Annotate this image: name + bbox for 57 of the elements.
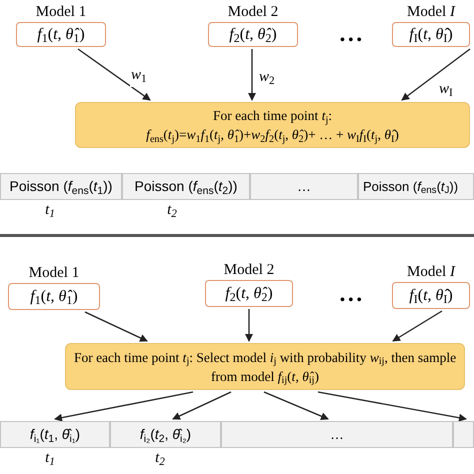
table-cell [221,421,453,448]
ellipsis-dots: • • • [340,293,362,308]
time-label: t$_{2}$ [155,450,165,466]
cell-text: … [330,425,344,444]
table-cell [0,173,122,200]
arrow [172,391,232,420]
time-label: t$_{1}$ [45,450,55,466]
model-box [8,283,100,310]
time-label: t$_{1}$ [45,202,55,218]
time-label: t$_{2}$ [167,202,177,218]
model-label: Model 2 [224,262,274,278]
cell-text: f$_{i₂}$(t$_{2}$, θ̂$_{i₂}$) [140,425,192,445]
model-formula: f$_{I}$(t, θ̂$_{I}$) [409,24,453,46]
arrow [84,311,148,342]
model-box [208,22,298,47]
arrow [78,48,151,101]
cell-text: Poisson (f$_{ens}$(t$_{2}$)) [134,177,238,197]
model-formula: f$_{I}$(t, θ̂$_{I}$) [409,286,453,308]
process-text: f$_{ens}$(t$_{j}$)=w$_{1}$f$_{1}$(t$_{j}$, θ̂$_{1}$)+w$_{2}$f$_{2}$(t$_{j}$, θ̂$_{2}$)+ … + w$_{I}$f$_{I}$(t$_{j}$, θ̂$_{I}$) [146,126,399,144]
table-cell [358,173,474,200]
cell-text: … [297,177,311,196]
process-text: For each time point t$_{j}$: Select model i$_{j}$ with probability w$_{ij}$, then sample from model f$_{ij}$(t, θ̂$_{ij}$) [72,348,458,386]
process-box [75,102,470,148]
table-cell [110,421,221,448]
model-label: Model 1 [28,265,80,281]
arrow [248,49,256,101]
arrow [318,391,467,422]
model-label: Model 2 [228,4,278,20]
edge-label: w$_{I}$ [439,81,453,97]
cell-text: Poisson (f$_{ens}$(t$_{J}$)) [363,178,458,196]
table-cell [250,173,358,200]
model-box [392,282,470,309]
model-box [16,22,106,47]
model-label: Model I [407,264,455,280]
model-box [392,22,470,47]
cell-text: Poisson (f$_{ens}$(t$_{1}$)) [10,177,112,197]
table-cell [122,173,250,200]
cell-text: f$_{i₁}$(t$_{1}$, θ̂$_{i₁}$) [30,425,80,445]
edge-label: w$_{2}$ [259,69,275,85]
model-label: Model I [407,4,455,20]
model-formula: f$_{1}$(t, θ̂$_{1}$) [30,286,78,308]
arrow [264,391,329,420]
model-formula: f$_{1}$(t, θ̂$_{1}$) [37,24,85,46]
arrow [54,391,194,422]
model-label: Model 1 [36,4,86,20]
process-text: For each time point t$_{j}$: [212,107,332,125]
model-box [205,280,293,307]
arrow [392,310,442,342]
process-box [65,343,465,390]
arrow [401,48,470,101]
edge-label: w$_{1}$ [131,67,147,83]
arrow [245,309,253,342]
table-cell [453,421,474,448]
table-cell [0,421,110,448]
model-formula: f$_{2}$(t, θ̂$_{2}$) [229,24,277,46]
model-formula: f$_{2}$(t, θ̂$_{2}$) [225,284,273,306]
ellipsis-dots: • • • [340,33,362,48]
